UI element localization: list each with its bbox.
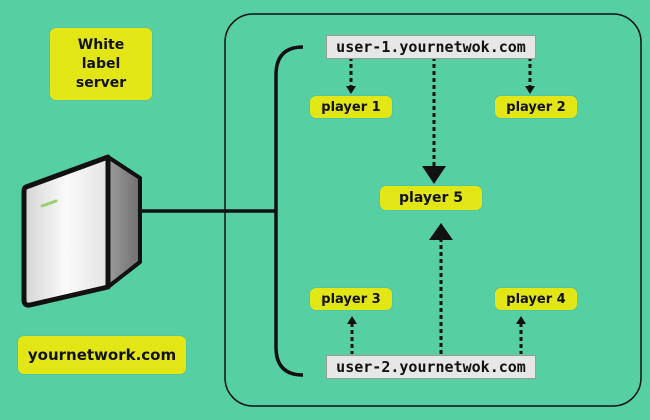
- server-label-line2: label: [81, 55, 121, 72]
- player-3-label: player 3: [310, 288, 392, 310]
- server-tower-icon: [21, 154, 142, 308]
- domain-label: yournetwork.com: [18, 336, 186, 374]
- arrowhead-player4: [516, 316, 526, 324]
- player-4-label: player 4: [495, 288, 577, 310]
- player-2-label: player 2: [495, 96, 577, 118]
- white-label-server-label: White label server: [50, 28, 152, 100]
- arrowhead-player3: [347, 316, 357, 324]
- server-label-line1: White: [77, 36, 125, 53]
- player-1-label: player 1: [310, 96, 392, 118]
- user-1-domain-box: user-1.yournetwok.com: [326, 35, 536, 59]
- arrowhead-player5-top: [422, 166, 446, 184]
- arrowhead-player2: [525, 86, 535, 94]
- server-label-line3: server: [75, 74, 127, 91]
- player-5-label: player 5: [380, 186, 482, 210]
- user-2-domain-box: user-2.yournetwok.com: [326, 355, 536, 379]
- user-bracket: [274, 45, 304, 377]
- arrowhead-player1: [346, 86, 356, 94]
- arrowhead-player5-bottom: [429, 223, 453, 240]
